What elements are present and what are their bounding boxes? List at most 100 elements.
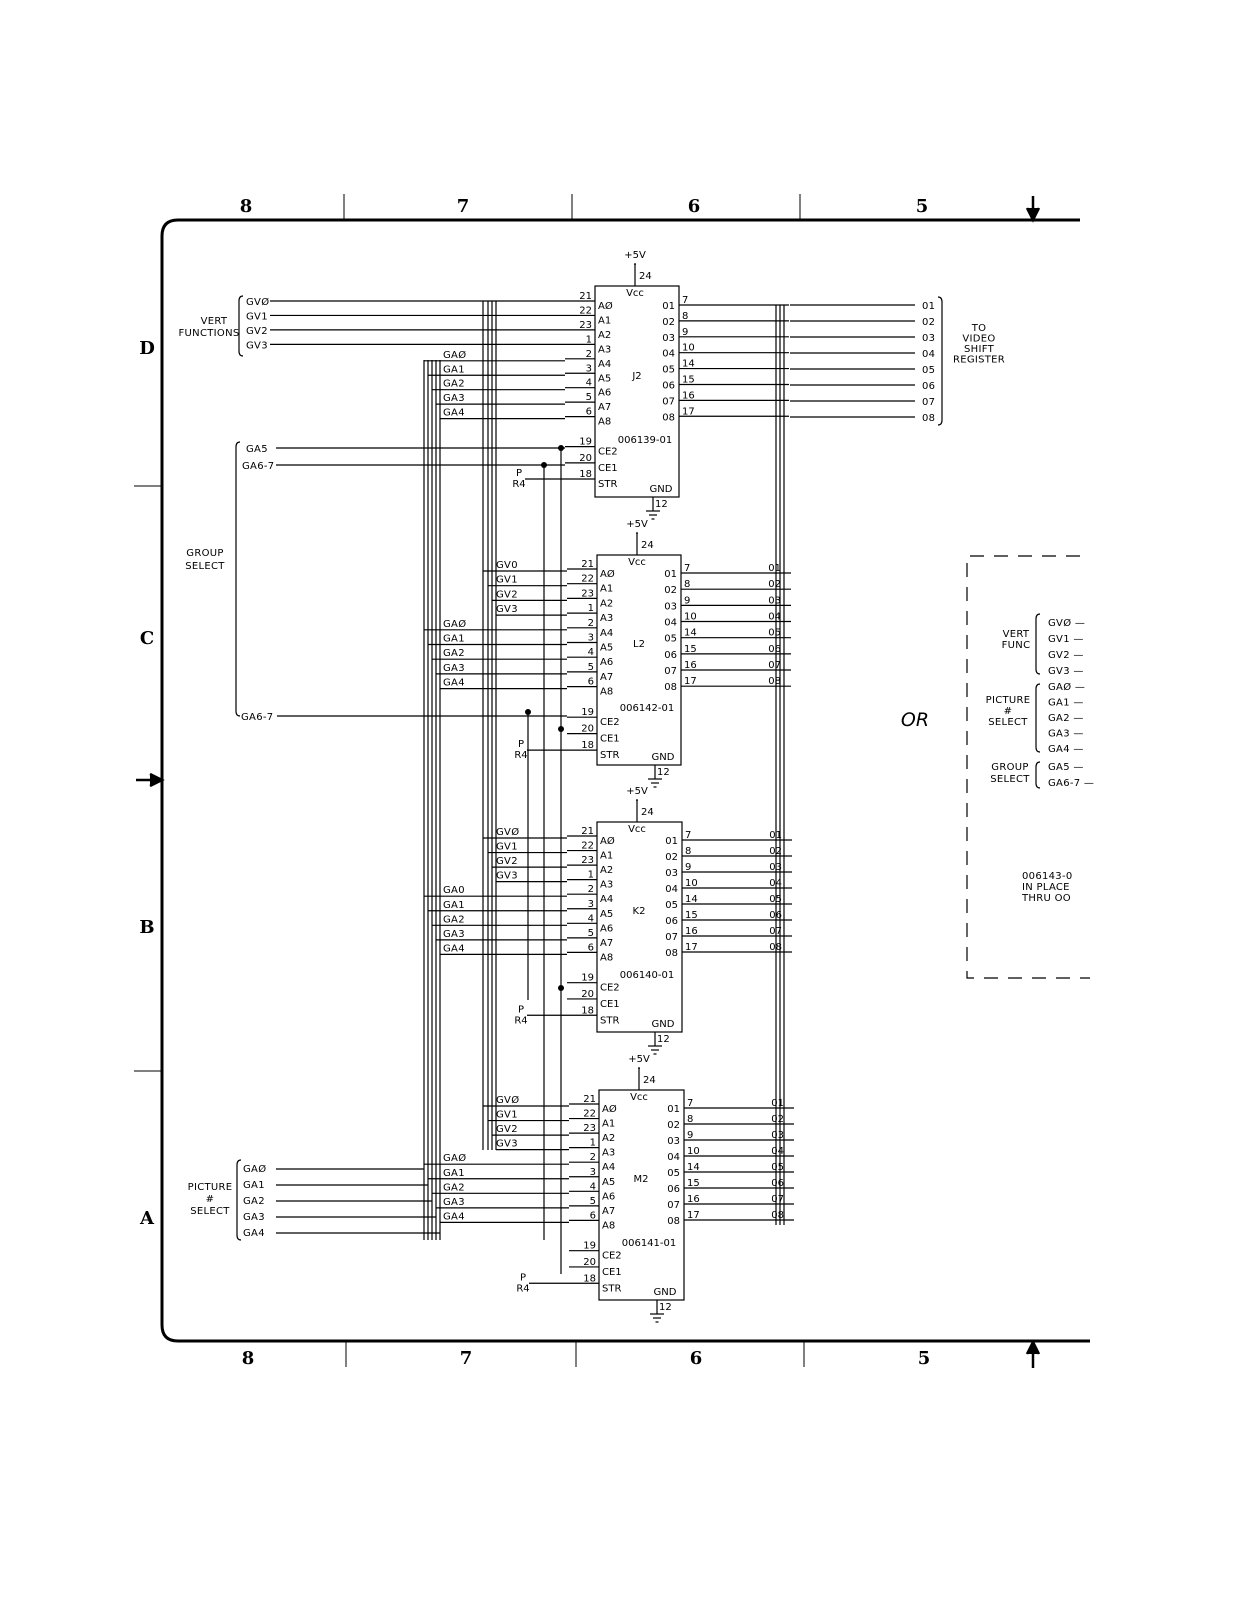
output-net-label: 02 [771, 1114, 784, 1125]
input-pin-name: A4 [600, 628, 613, 639]
vert-input-label: GV0 [496, 560, 518, 571]
bracket [1035, 761, 1041, 789]
zone-row-label: D [139, 338, 155, 359]
output-pin-name: 01 [664, 569, 677, 580]
destination-label: REGISTER [953, 355, 1005, 366]
ic-reference: J2 [631, 371, 641, 382]
output-label: 06 [922, 381, 935, 392]
output-pin-name: 01 [667, 1104, 680, 1115]
output-pin-number: 7 [687, 1098, 693, 1109]
input-pin-name: STR [602, 1283, 621, 1294]
vcc-label: Vcc [626, 288, 644, 299]
vert-input-label: GV1 [496, 1110, 518, 1121]
output-net-label: 04 [771, 1146, 784, 1157]
output-label: 05 [922, 365, 935, 376]
output-pin-name: 08 [664, 682, 677, 693]
picture-input-label: GAØ [443, 349, 466, 361]
input-pin-number: 1 [588, 870, 594, 881]
vcc-pin-number: 24 [641, 807, 654, 818]
vcc-label: Vcc [630, 1092, 648, 1103]
input-pin-number: 4 [586, 378, 592, 389]
input-pin-number: 5 [586, 392, 592, 403]
gnd-pin-number: 12 [659, 1302, 672, 1313]
gnd-pin-number: 12 [657, 767, 670, 778]
picture-input-label: GA2 [443, 914, 465, 925]
input-pin-name: CE1 [600, 999, 620, 1010]
group-input-label: GA6-7 [242, 461, 274, 472]
alt-picture-input: GA4 — [1048, 744, 1084, 755]
input-pin-name: A2 [602, 1133, 615, 1144]
input-pin-name: A6 [600, 923, 613, 934]
output-pin-number: 8 [684, 579, 690, 590]
picture-input-label: GA2 [443, 1182, 465, 1193]
input-pin-number: 1 [590, 1138, 596, 1149]
vcc-pin-number: 24 [639, 271, 652, 282]
picture-input-label: GA4 [443, 408, 465, 419]
input-pin-number: 19 [581, 707, 594, 718]
output-pin-number: 14 [682, 359, 695, 370]
picture-select-input-label: GA2 [243, 1196, 265, 1207]
ic-reference: M2 [634, 1174, 649, 1185]
input-pin-name: A4 [600, 894, 613, 905]
input-pin-number: 6 [586, 407, 592, 418]
input-pin-number: 22 [583, 1109, 596, 1120]
input-pin-name: A2 [600, 865, 613, 876]
input-pin-number: 18 [581, 1005, 594, 1016]
output-label: 08 [922, 413, 935, 424]
gnd-label: GND [652, 752, 675, 763]
input-pin-number: 6 [588, 677, 594, 688]
input-pin-name: A8 [600, 952, 613, 963]
picture-input-label: GA1 [443, 364, 465, 375]
bracket [235, 441, 241, 717]
output-pin-name: 06 [664, 650, 677, 661]
input-pin-number: 6 [590, 1210, 596, 1221]
output-pin-name: 07 [667, 1200, 680, 1211]
input-pin-name: A7 [600, 672, 613, 683]
picture-select-text: SELECT [190, 1206, 230, 1217]
output-pin-number: 14 [685, 894, 698, 905]
group-input-label: GA5 [246, 444, 268, 455]
output-pin-number: 7 [684, 563, 690, 574]
output-pin-number: 8 [687, 1114, 693, 1125]
input-pin-name: A6 [600, 657, 613, 668]
input-pin-name: CE2 [598, 447, 618, 458]
alt-vert-input: GV2 — [1048, 650, 1084, 661]
input-pin-name: A4 [602, 1162, 615, 1173]
index-arrow-top [1025, 196, 1041, 223]
vert-input-label: GV2 [496, 856, 518, 867]
vert-input-label: GV2 [496, 1124, 518, 1135]
alt-picture-select-text: # [1004, 706, 1013, 717]
ic-part-number: 006139-01 [618, 435, 673, 446]
alt-group-select-text: GROUP [991, 762, 1028, 773]
input-pin-number: 5 [588, 662, 594, 673]
input-pin-name: AØ [600, 835, 615, 847]
junction-dot [558, 726, 564, 732]
input-pin-number: 21 [581, 826, 594, 837]
picture-input-label: GAØ [443, 618, 466, 630]
strobe-label: P [518, 739, 524, 750]
ic-part-number: 006141-01 [622, 1238, 677, 1249]
input-pin-number: 19 [581, 973, 594, 984]
output-pin-number: 14 [684, 628, 697, 639]
zone-row-label: C [140, 628, 154, 649]
bracket [1035, 683, 1041, 753]
junction-dot [525, 709, 531, 715]
output-pin-number: 16 [685, 926, 698, 937]
picture-input-label: GA1 [443, 634, 465, 645]
destination-label: TO [971, 323, 987, 334]
output-bus [775, 305, 785, 1225]
output-pin-name: 05 [665, 900, 678, 911]
input-pin-name: A6 [602, 1191, 615, 1202]
output-pin-number: 7 [682, 295, 688, 306]
vert-input-label: GVØ [496, 826, 519, 838]
input-pin-name: A3 [600, 613, 613, 624]
picture-input-label: GA4 [443, 1211, 465, 1222]
output-pin-number: 8 [682, 311, 688, 322]
output-pin-name: 06 [662, 380, 675, 391]
input-pin-number: 23 [579, 320, 592, 331]
alt-group-input: GA6-7 — [1048, 778, 1094, 789]
output-pin-name: 07 [664, 666, 677, 677]
vert-input-label: GVØ [246, 296, 269, 308]
input-pin-number: 4 [590, 1181, 596, 1192]
